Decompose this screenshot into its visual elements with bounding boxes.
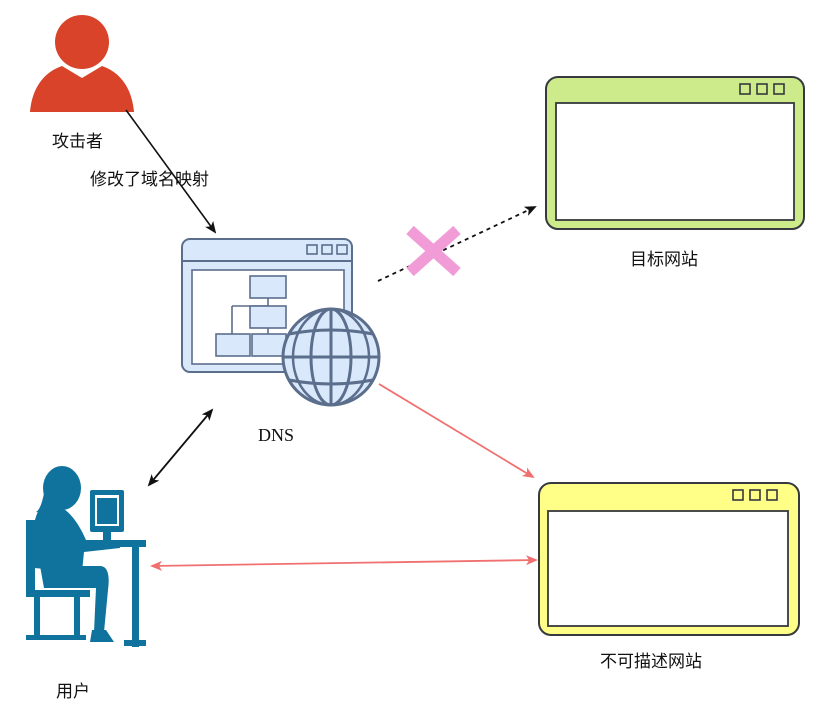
action-label: 修改了域名映射 bbox=[90, 170, 209, 190]
user-dns-double-arrow bbox=[147, 408, 214, 487]
attacker-to-dns-arrow bbox=[125, 109, 217, 234]
network-tree-icon bbox=[215, 275, 294, 357]
fake-site-label: 不可描述网站 bbox=[600, 652, 702, 672]
attacker-person-icon bbox=[30, 15, 134, 112]
attacker-label: 攻击者 bbox=[52, 132, 103, 152]
dns-to-fake-site-arrow bbox=[378, 383, 535, 479]
user-fake-site-double-arrow bbox=[150, 555, 538, 571]
target-site-label: 目标网站 bbox=[630, 250, 698, 270]
cross-mark-icon bbox=[406, 225, 461, 277]
globe-icon bbox=[281, 307, 381, 407]
computer-user-icon bbox=[26, 466, 146, 647]
target-website-window bbox=[545, 76, 805, 230]
dns-label: DNS bbox=[258, 425, 295, 445]
user-label: 用户 bbox=[56, 682, 90, 702]
fake-website-window bbox=[538, 482, 800, 636]
dns-server-icon bbox=[181, 238, 381, 407]
dns-to-target-dashed-arrow bbox=[377, 206, 537, 282]
